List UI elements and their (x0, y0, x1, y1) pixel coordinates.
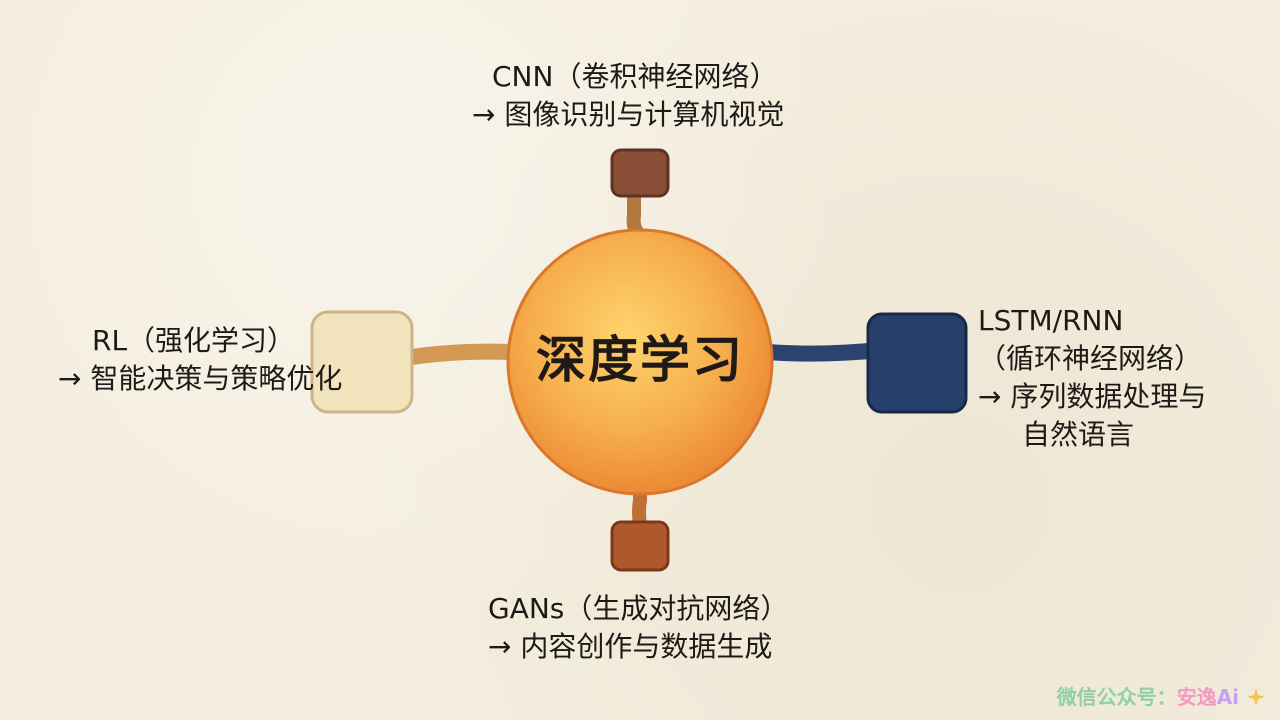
watermark-ai: Ai (1216, 685, 1240, 709)
node-left-name: RL（强化学习） (92, 324, 296, 357)
node-bottom-box (610, 520, 670, 572)
node-right-label: LSTM/RNN （循环神经网络） → 序列数据处理与 自然语言 (978, 302, 1206, 454)
node-top-name: CNN（卷积神经网络） (492, 60, 778, 93)
connector-right (760, 342, 888, 362)
node-right-desc2: 自然语言 (1022, 418, 1135, 451)
watermark-prefix: 微信公众号： (1056, 685, 1177, 709)
node-bottom-name: GANs（生成对抗网络） (488, 592, 789, 625)
node-top-box (610, 148, 670, 198)
center-circle (506, 228, 774, 496)
node-right-name2: （循环神经网络） (978, 342, 1203, 375)
node-top-label: CNN（卷积神经网络） → 图像识别与计算机视觉 (472, 58, 784, 134)
connector-left (397, 343, 523, 366)
node-left-box (310, 310, 414, 414)
node-right-box (866, 312, 968, 414)
center-label: 深度学习 (536, 331, 744, 389)
node-bottom-desc: → 内容创作与数据生成 (488, 630, 773, 663)
node-left-desc: → 智能决策与策略优化 (58, 362, 343, 395)
sparkle-icon (1247, 688, 1265, 706)
node-right-desc: → 序列数据处理与 (978, 380, 1207, 413)
watermark-name: 安逸 (1176, 685, 1217, 709)
node-top-desc: → 图像识别与计算机视觉 (472, 98, 785, 131)
node-right-name: LSTM/RNN (978, 304, 1124, 337)
node-left-label: RL（强化学习） → 智能决策与策略优化 (58, 322, 342, 398)
node-bottom-label: GANs（生成对抗网络） → 内容创作与数据生成 (488, 590, 788, 666)
watermark: 微信公众号：安逸Ai (1057, 681, 1266, 710)
